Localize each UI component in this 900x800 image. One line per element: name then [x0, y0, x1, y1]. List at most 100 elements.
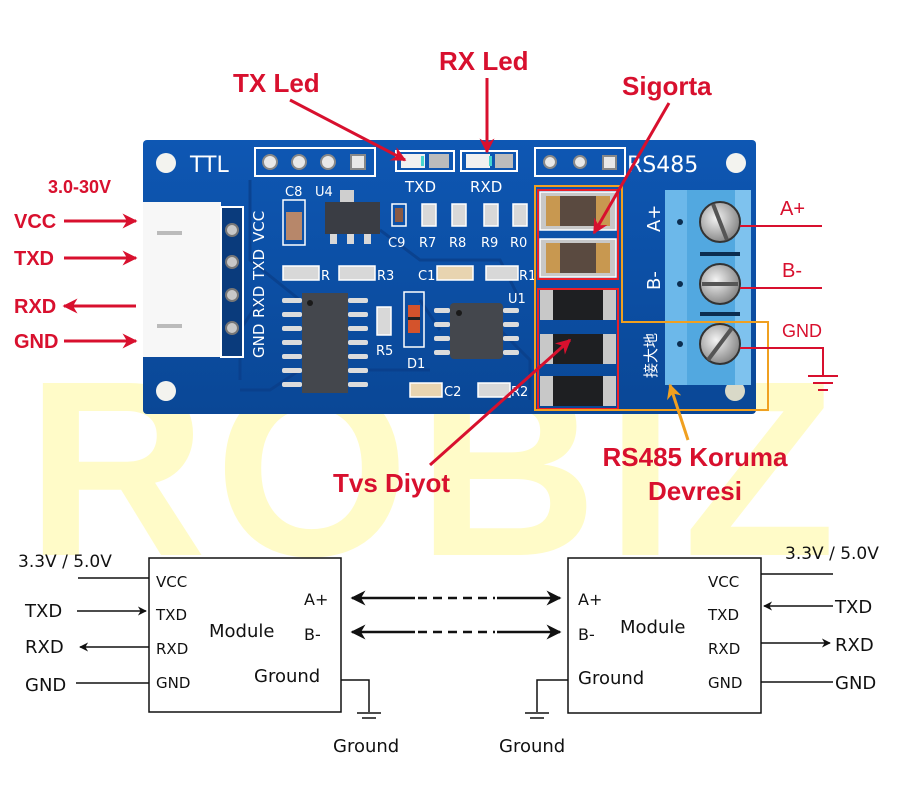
terminal-line-gnd	[740, 347, 824, 375]
d1-band	[408, 317, 420, 320]
r2-resistor	[477, 382, 511, 398]
led-label-txd: TXD	[404, 178, 436, 196]
left-ground-label: Ground	[333, 736, 399, 757]
c2-capacitor	[409, 382, 443, 398]
left-ground-symbol-icon	[357, 712, 381, 719]
ttl-header-pins	[262, 154, 366, 170]
earth-ground-icon	[808, 375, 838, 391]
svg-text:A+: A+	[644, 205, 665, 232]
r3-label: R3	[377, 269, 394, 284]
left-ground-wire	[341, 679, 370, 712]
right-ground-symbol-icon	[525, 712, 549, 719]
jst-pin-labels: GND RXD TXD VCC	[250, 211, 268, 358]
r0-label: R0	[510, 236, 527, 251]
u4-regulator	[325, 202, 380, 234]
tvs-diyot-arrow	[429, 338, 572, 467]
jst-connector-mark	[157, 324, 182, 328]
mounting-hole	[725, 381, 745, 401]
right-ext-rxd: RXD	[835, 635, 874, 656]
tvs-diyot-annotation: Tvs Diyot	[333, 468, 450, 498]
c8-outline	[282, 199, 306, 246]
led-label-rxd: RXD	[470, 178, 502, 196]
rx-led	[460, 150, 518, 172]
right-pin-vcc: VCC	[708, 573, 739, 591]
right-module-title: Module	[620, 617, 685, 638]
pin-label-rxd: RXD	[14, 296, 56, 318]
terminal-label-b-minus: B-	[782, 260, 802, 282]
r8-label: R8	[449, 236, 466, 251]
screw-terminal-block	[665, 190, 751, 385]
right-ext-txd: TXD	[834, 597, 872, 618]
koruma-arrow	[667, 383, 690, 441]
sigorta-annotation: Sigorta	[622, 71, 712, 101]
left-pin-b-minus: B-	[304, 625, 321, 644]
svg-text:接大地: 接大地	[642, 333, 660, 378]
r2-label: R2	[511, 385, 528, 400]
u1-ic	[434, 303, 519, 359]
c1-label: C1	[418, 269, 435, 284]
pin-label-vcc: VCC	[14, 211, 56, 233]
d1-outline	[403, 291, 425, 348]
jst-label-gnd: GND	[250, 324, 268, 358]
right-module-box	[567, 557, 762, 714]
left-pin-gnd: GND	[156, 674, 190, 692]
right-pin-ground: Ground	[578, 668, 644, 689]
d1-label: D1	[407, 357, 425, 372]
r7-label: R7	[419, 236, 436, 251]
ttl-silk-label: TTL	[189, 153, 229, 178]
u4-tab	[340, 190, 354, 202]
jst-header-outline	[220, 206, 244, 358]
r5-label: R5	[376, 344, 393, 359]
pcb-board: TTL TXD RXD RS48	[143, 140, 769, 414]
silk-a-plus: A+	[644, 205, 665, 232]
left-ext-txd: TXD	[24, 601, 62, 622]
right-pin-a-plus: A+	[578, 590, 602, 609]
tx-led	[395, 150, 455, 172]
fuse-highlight-box	[537, 189, 619, 280]
jst-label-vcc: VCC	[250, 211, 268, 242]
c8-label: C8	[285, 185, 302, 200]
tx-led-arrow	[289, 98, 407, 162]
left-module-box	[148, 557, 342, 713]
jst-label-rxd: RXD	[250, 286, 268, 318]
pin-label-gnd: GND	[14, 331, 58, 353]
r-label: R	[321, 269, 330, 284]
wiring-diagram: 3.3V / 5.0V TXD RXD GND VCC TXD RXD GND …	[18, 544, 879, 757]
terminal-label-a-plus: A+	[780, 198, 805, 220]
jst-connector	[143, 202, 221, 357]
r9-label: R9	[481, 236, 498, 251]
right-ground-label: Ground	[499, 736, 565, 757]
u4-legs	[330, 234, 371, 244]
mounting-hole	[156, 381, 176, 401]
right-pin-txd: TXD	[707, 606, 739, 624]
pin-label-txd: TXD	[14, 248, 54, 270]
tx-led-annotation: TX Led	[233, 68, 320, 98]
right-pin-rxd: RXD	[708, 640, 740, 658]
tvs-diode-group	[540, 290, 616, 406]
koruma-annotation-line2: Devresi	[648, 476, 742, 506]
ttl-header-outline	[254, 147, 376, 177]
sigorta-arrow	[592, 102, 671, 235]
smd-row-middle	[282, 265, 519, 281]
rx-led-annotation: RX Led	[439, 46, 529, 76]
r1-label: R1	[519, 269, 536, 284]
silk-b-minus: B-	[644, 271, 665, 290]
tvs-diode-3	[553, 376, 603, 406]
u1-label: U1	[508, 292, 526, 307]
right-pin-gnd: GND	[708, 674, 742, 692]
jst-connector-mark	[157, 231, 182, 235]
c8-capacitor	[286, 212, 302, 240]
left-pin-rxd: RXD	[156, 640, 188, 658]
rs485-header-outline	[534, 147, 626, 177]
left-pin-txd: TXD	[155, 606, 187, 624]
right-ground-wire	[536, 679, 568, 712]
right-ext-gnd: GND	[835, 673, 876, 694]
terminal-label-gnd: GND	[782, 321, 822, 341]
smd-row-top	[391, 203, 528, 227]
c2-label: C2	[444, 385, 461, 400]
tvs-diode-1	[553, 290, 603, 320]
u4-label: U4	[315, 185, 333, 200]
rs485-header-pins	[543, 155, 617, 170]
right-pin-b-minus: B-	[578, 625, 595, 644]
